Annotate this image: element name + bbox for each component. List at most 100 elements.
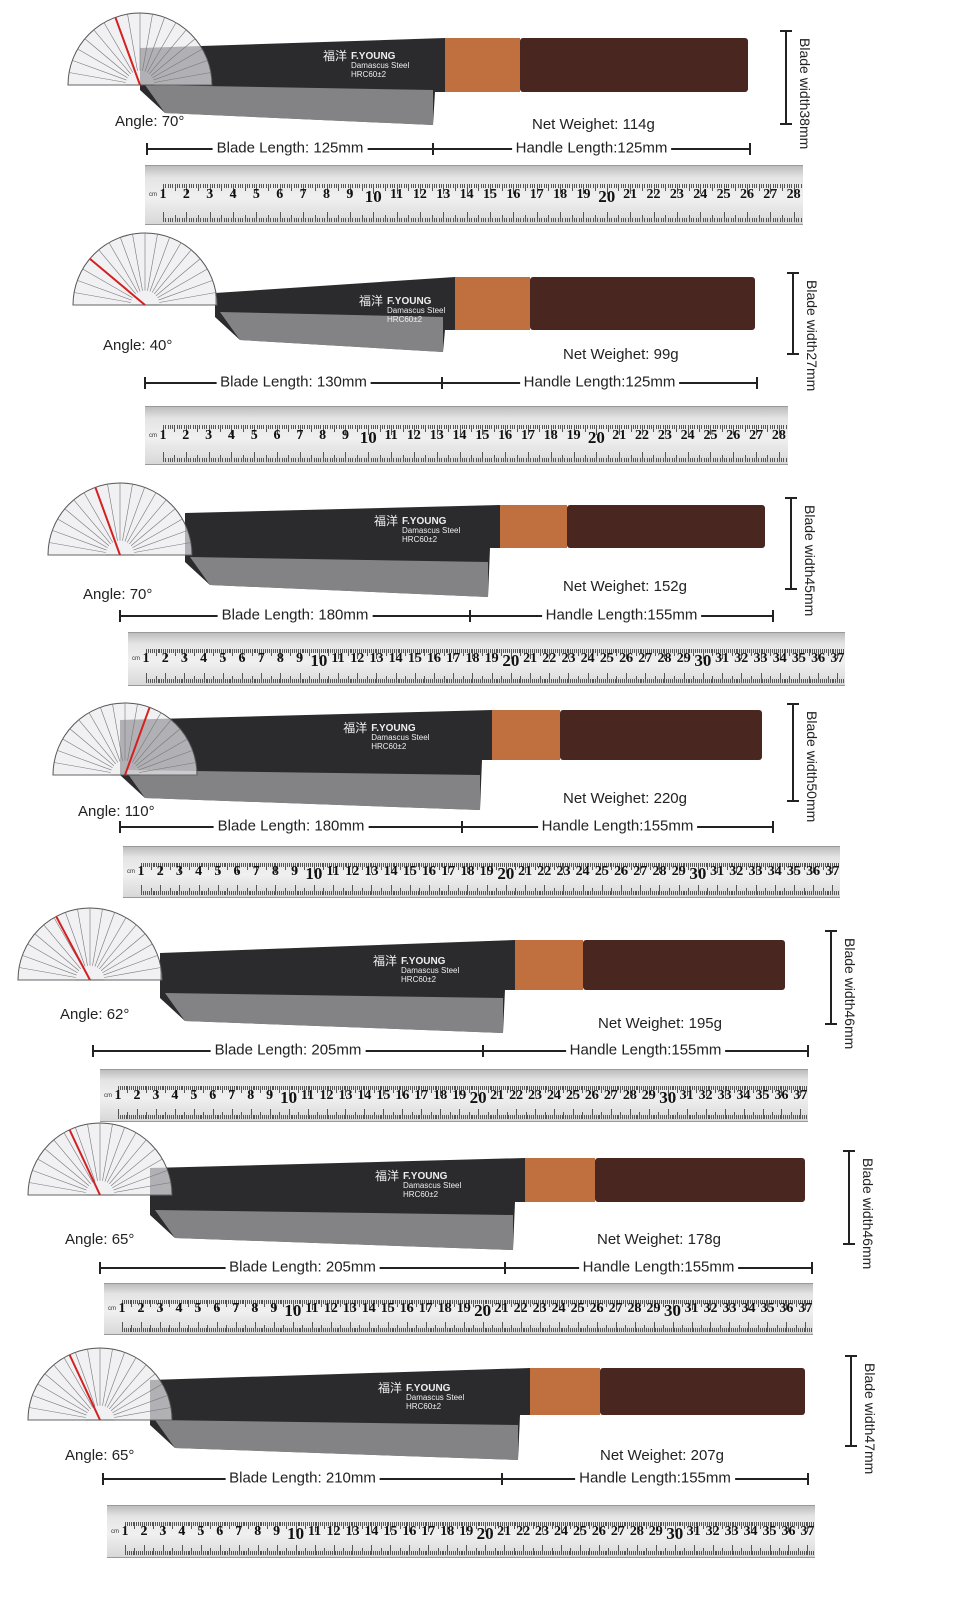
ruler-mm-tick: [483, 184, 484, 188]
ruler-mm-tick: [272, 458, 274, 462]
ruler-mm-tick: [253, 1551, 255, 1555]
ruler-mm-tick: [536, 212, 538, 222]
ruler-mm-tick: [450, 184, 452, 188]
ruler-mm-tick: [417, 218, 419, 222]
ruler-mm-tick: [660, 218, 662, 222]
handle: [530, 277, 755, 330]
ruler-mm-tick: [288, 1551, 290, 1555]
ruler-mm-tick: [409, 1545, 411, 1555]
ruler-mm-tick: [456, 1548, 458, 1555]
ruler-mm-tick: [583, 184, 585, 194]
ruler-mm-tick: [569, 184, 571, 188]
ruler-mm-tick: [602, 184, 604, 188]
ruler-mm-tick: [468, 184, 470, 188]
ruler-mm-tick: [725, 184, 727, 188]
ruler-mm-tick: [536, 1551, 538, 1555]
ruler-mm-tick: [303, 212, 305, 222]
ruler-mm-tick: [795, 184, 797, 188]
ruler-mm-tick: [569, 218, 571, 222]
ruler-mm-tick: [564, 184, 566, 188]
ruler-mm-tick: [345, 184, 347, 188]
ruler-mm-tick: [475, 218, 477, 222]
ruler-mm-tick: [178, 424, 180, 429]
ruler-mm-tick: [639, 218, 641, 222]
ruler-mm-tick: [299, 1551, 301, 1555]
ruler-mm-tick: [609, 218, 611, 222]
ruler-mm-tick: [255, 1551, 257, 1555]
ruler-mm-tick: [354, 1551, 356, 1555]
ruler-mm-tick: [375, 1551, 377, 1555]
ruler-mm-tick: [702, 218, 704, 222]
ruler-mm-tick: [403, 1551, 405, 1555]
ruler-mm-tick: [252, 1521, 253, 1526]
ruler-mm-tick: [261, 424, 263, 429]
ruler-mm-tick: [391, 452, 393, 462]
ruler-mm-tick: [800, 218, 802, 222]
ruler-mm-tick: [244, 184, 246, 191]
ruler-mm-tick: [244, 215, 246, 222]
ruler-mm-tick: [359, 218, 361, 222]
ruler-mm-tick: [770, 184, 772, 194]
ruler-mm-tick: [227, 1551, 229, 1555]
protractor-tick: [152, 48, 203, 79]
ruler-mm-tick: [249, 458, 251, 462]
ruler-mm-tick: [334, 455, 336, 462]
ruler-mm-tick: [419, 212, 421, 222]
ruler-mm-tick: [194, 424, 196, 429]
ruler-mm-tick: [187, 1521, 189, 1526]
ruler-mm-tick: [625, 184, 627, 188]
ruler-mm-tick: [244, 1521, 246, 1526]
ruler-mm-tick: [181, 1545, 183, 1555]
ruler-mm-tick: [487, 218, 489, 222]
ruler-mm-tick: [454, 1551, 456, 1555]
ruler-mm-tick: [166, 1521, 168, 1526]
ruler-mm-tick: [571, 184, 573, 191]
ruler-mm-tick: [250, 1551, 252, 1555]
ruler-mm-tick: [217, 458, 219, 462]
ruler-mm-tick: [522, 184, 524, 188]
ruler-mm-tick: [263, 1551, 265, 1555]
ruler-mm-tick: [683, 184, 685, 188]
ruler-mm-tick: [333, 1545, 335, 1555]
ruler-mm-tick: [648, 184, 650, 188]
ruler-mm-tick: [281, 424, 283, 429]
ruler-mm-tick: [244, 1551, 246, 1555]
ruler-mm-tick: [272, 424, 274, 429]
ruler-mm-tick: [216, 184, 218, 188]
ruler-mm-tick: [602, 218, 604, 222]
ruler-mm-tick: [788, 184, 790, 188]
ruler-mm-tick: [630, 184, 632, 194]
ruler-mm-tick: [395, 458, 397, 462]
ruler-mm-tick: [303, 1551, 305, 1555]
ruler-mm-tick: [795, 218, 797, 222]
ruler-mm-tick: [172, 184, 174, 188]
ruler-mm-tick: [301, 1551, 303, 1555]
ruler-mm-tick: [606, 184, 608, 194]
ruler-mm-tick: [737, 218, 739, 222]
ruler-mm-tick: [398, 218, 400, 222]
ruler-mm-tick: [177, 218, 178, 222]
ruler-mm-tick: [441, 1551, 443, 1555]
ruler-mm-tick: [475, 1548, 477, 1555]
ruler-mm-tick: [424, 1551, 426, 1555]
ruler-mm-tick: [506, 218, 508, 222]
brand-logo: 福洋: [359, 294, 384, 308]
ruler-mm-tick: [550, 218, 552, 222]
ruler-mm-tick: [291, 215, 293, 222]
ruler-mm-tick: [477, 1551, 479, 1555]
ruler-mm-tick: [270, 1521, 272, 1526]
ruler-mm-tick: [368, 452, 370, 462]
ruler-mm-tick: [268, 215, 270, 222]
ruler-mm-tick: [165, 458, 167, 462]
ruler-mm-tick: [363, 458, 365, 462]
ruler-mm-tick: [305, 1548, 307, 1555]
ruler-mm-tick: [511, 184, 513, 188]
ruler-mm-tick: [411, 458, 413, 462]
ruler-mm-tick: [443, 184, 445, 194]
blade-width-cap: [787, 353, 799, 355]
ruler-mm-tick: [191, 218, 193, 222]
ruler-mm-tick: [770, 212, 772, 222]
ruler-mm-tick: [459, 218, 461, 222]
